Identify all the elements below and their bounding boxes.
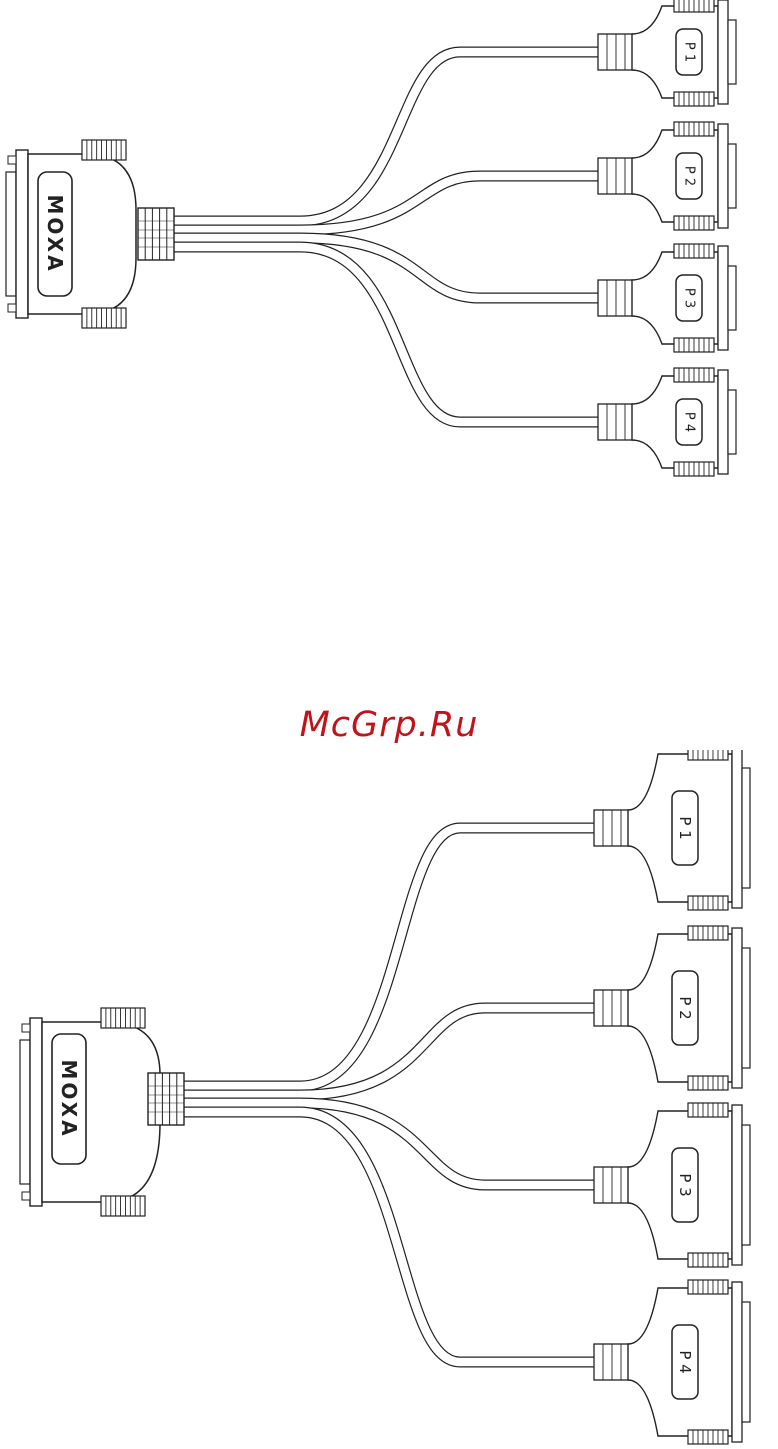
port-p3-face bbox=[728, 266, 736, 330]
port-p1-screw-top-icon bbox=[688, 750, 728, 760]
main-connector-flange bbox=[30, 1018, 42, 1206]
port-p4-label: P 4 bbox=[676, 1350, 694, 1373]
port-p3-face bbox=[742, 1125, 750, 1245]
port-p1-face bbox=[728, 20, 736, 84]
port-p4-screw-top-icon bbox=[688, 1280, 728, 1294]
port-p2-screw-top-icon bbox=[674, 122, 714, 136]
port-p3-flange bbox=[718, 246, 728, 350]
cable-p4-outline bbox=[184, 1112, 624, 1362]
main-connector: MOXA bbox=[20, 1008, 160, 1216]
port-p3-flange bbox=[732, 1105, 742, 1265]
port-connector-p4: P 4 bbox=[598, 368, 736, 476]
port-p2-flange bbox=[718, 124, 728, 228]
thumbscrew-top-icon bbox=[82, 140, 126, 160]
cable-bundle bbox=[174, 52, 628, 422]
port-connector-p3: P 3 bbox=[594, 1103, 750, 1267]
main-strain-relief bbox=[148, 1073, 184, 1125]
cable-p1-fill bbox=[184, 828, 624, 1086]
port-p2-hood bbox=[632, 130, 718, 222]
port-p4-face bbox=[728, 390, 736, 454]
cable-p4-fill bbox=[184, 1112, 624, 1362]
port-p3-label: P 3 bbox=[682, 288, 697, 308]
port-p3-screw-bottom-icon bbox=[688, 1253, 728, 1267]
port-p3-hood bbox=[632, 252, 718, 344]
port-p1-label: P 1 bbox=[676, 816, 694, 839]
port-p3-screw-bottom-icon bbox=[674, 338, 714, 352]
port-p2-face bbox=[728, 144, 736, 208]
port-connector-p2: P 2 bbox=[598, 122, 736, 230]
port-p4-screw-bottom-icon bbox=[674, 462, 714, 476]
port-p1-screw-bottom-icon bbox=[688, 896, 728, 910]
port-p2-label: P 2 bbox=[682, 166, 697, 186]
cable-p4-outline bbox=[174, 247, 628, 422]
port-p1-screw-top-icon bbox=[674, 0, 714, 12]
main-connector-face bbox=[20, 1040, 30, 1184]
port-p4-flange bbox=[718, 370, 728, 474]
main-post-top bbox=[22, 1024, 30, 1032]
port-p1-flange bbox=[732, 750, 742, 908]
main-post-bottom bbox=[8, 304, 16, 312]
port-p2-flange bbox=[732, 928, 742, 1088]
cable-p1-fill bbox=[174, 52, 628, 221]
main-connector-face bbox=[6, 172, 16, 296]
main-strain-relief bbox=[138, 208, 174, 260]
port-connector-p1: P 1 bbox=[594, 750, 750, 910]
cable-diagram-top: MOXA P 1 P 2 P 3 P 4 bbox=[0, 0, 778, 480]
port-p4-screw-bottom-icon bbox=[688, 1430, 728, 1444]
cable-diagram-bottom: MOXA P 1 P 2 P 3 P 4 bbox=[0, 750, 778, 1449]
bottom-svg: MOXA P 1 P 2 P 3 P 4 bbox=[0, 750, 778, 1449]
brand-logo: MOXA bbox=[43, 194, 67, 273]
top-svg: MOXA P 1 P 2 P 3 P 4 bbox=[0, 0, 778, 480]
cable-p1-outline bbox=[174, 52, 628, 221]
main-connector-flange bbox=[16, 150, 28, 318]
watermark: McGrp.Ru bbox=[0, 700, 778, 750]
port-connector-p4: P 4 bbox=[594, 1280, 750, 1444]
thumbscrew-bottom-icon bbox=[101, 1196, 145, 1216]
port-connector-p3: P 3 bbox=[598, 244, 736, 352]
port-p4-face bbox=[742, 1302, 750, 1422]
port-p1-screw-bottom-icon bbox=[674, 92, 714, 106]
port-p1-hood bbox=[632, 6, 718, 98]
cable-bundle bbox=[184, 828, 624, 1362]
port-connector-p1: P 1 bbox=[598, 0, 736, 106]
port-p2-screw-bottom-icon bbox=[688, 1076, 728, 1090]
port-p3-screw-top-icon bbox=[688, 1103, 728, 1117]
cable-p4-fill bbox=[174, 247, 628, 422]
port-p2-screw-bottom-icon bbox=[674, 216, 714, 230]
port-p1-face bbox=[742, 768, 750, 888]
cable-p1-outline bbox=[184, 828, 624, 1086]
port-p1-label: P 1 bbox=[682, 42, 697, 62]
port-p4-screw-top-icon bbox=[674, 368, 714, 382]
port-connector-p2: P 2 bbox=[594, 926, 750, 1090]
brand-logo: MOXA bbox=[57, 1059, 81, 1138]
port-p3-screw-top-icon bbox=[674, 244, 714, 258]
port-p1-flange bbox=[718, 0, 728, 104]
port-p2-screw-top-icon bbox=[688, 926, 728, 940]
thumbscrew-bottom-icon bbox=[82, 308, 126, 328]
main-post-bottom bbox=[22, 1192, 30, 1200]
port-p4-label: P 4 bbox=[682, 412, 697, 432]
port-p3-label: P 3 bbox=[676, 1173, 694, 1196]
main-connector: MOXA bbox=[6, 140, 136, 328]
port-p2-label: P 2 bbox=[676, 996, 694, 1019]
port-p4-hood bbox=[632, 376, 718, 468]
port-p2-face bbox=[742, 948, 750, 1068]
port-p4-flange bbox=[732, 1282, 742, 1442]
thumbscrew-top-icon bbox=[101, 1008, 145, 1028]
main-post-top bbox=[8, 156, 16, 164]
